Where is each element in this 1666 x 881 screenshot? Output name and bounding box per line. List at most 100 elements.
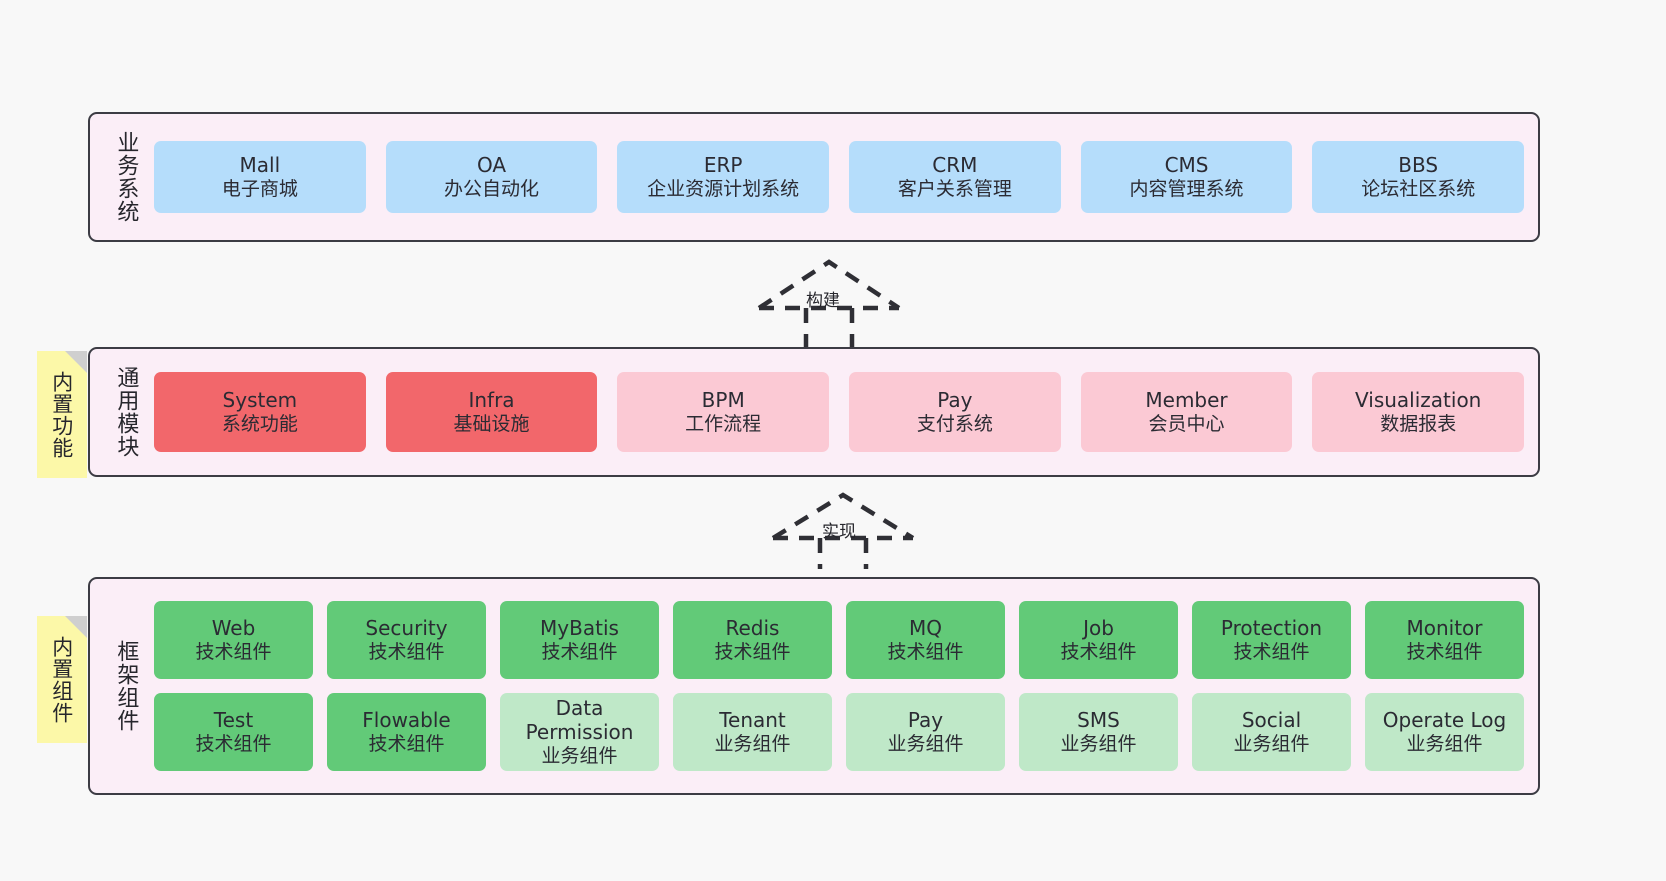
card-title-cn: 办公自动化 [444,177,540,200]
note-builtin-function-label: 内置功能 [49,370,74,459]
layer-business-system-title: 业务系统 [113,131,139,223]
card-title-en: Security [365,616,448,641]
card-title-cn: 企业资源计划系统 [647,177,800,200]
card-title-en: BPM [701,388,745,413]
connector-implement-label: 实现 [822,522,856,542]
card-title-en: Visualization [1355,388,1482,413]
card-title-en: MyBatis [540,616,619,641]
connector-build-label: 构建 [806,291,840,311]
card-title-en: Pay [907,708,944,733]
card-title-en: Infra [468,388,515,413]
card-title-cn: 论坛社区系统 [1361,177,1476,200]
connector-build: 构建 [756,258,902,348]
card-title-cn: 会员中心 [1148,412,1225,435]
card-title-cn: 技术组件 [368,732,445,755]
card-title-en: SMS [1077,708,1120,733]
card-title-cn: 技术组件 [368,640,445,663]
card-title-en: CRM [932,153,978,178]
card-title-en: Job [1083,616,1114,641]
card-title-en: Monitor [1406,616,1483,641]
card-title-en: Tenant [719,708,786,733]
connector-build-stem [803,308,855,348]
card-title-en: Operate Log [1382,708,1507,733]
card-title-en: Web [211,616,256,641]
connector-implement: 实现 [770,491,916,569]
note-builtin-component: 内置组件 [37,616,87,743]
card-title-cn: 技术组件 [714,640,791,663]
card-title-cn: 客户关系管理 [897,177,1012,200]
note-builtin-function: 内置功能 [37,351,87,478]
card-title-cn: 数据报表 [1380,412,1457,435]
connector-implement-stem [817,538,869,569]
card-title-cn: 技术组件 [195,732,272,755]
card-title-cn: 技术组件 [195,640,272,663]
card-title-cn: 业务组件 [541,744,618,767]
layer-common-module-title: 通用模块 [113,366,139,458]
layer-framework-component-title: 框架组件 [113,640,139,732]
card-title-en: OA [476,153,507,178]
connector-build-arrowhead [757,259,901,310]
note-builtin-component-label: 内置组件 [49,635,74,724]
card-title-cn: 系统功能 [221,412,298,435]
card-title-cn: 电子商城 [221,177,298,200]
card-title-en: System [222,388,298,413]
card-title-en: ERP [703,153,743,178]
card-title-cn: 支付系统 [916,412,993,435]
card-title-en: Test [213,708,254,733]
card-title-en: BBS [1398,153,1439,178]
card-title-cn: 业务组件 [714,732,791,755]
card-title-en: MQ [909,616,942,641]
card-title-en: CMS [1164,153,1209,178]
card-title-en: Data Permission [525,696,634,745]
card-title-en: Protection [1220,616,1323,641]
connector-implement-arrowhead [771,492,915,540]
card-title-cn: 技术组件 [1233,640,1310,663]
card-title-en: Mall [239,153,281,178]
card-title-en: Flowable [362,708,451,733]
card-title-cn: 基础设施 [453,412,530,435]
card-title-cn: 工作流程 [685,412,762,435]
card-title-cn: 业务组件 [1060,732,1137,755]
card-title-cn: 技术组件 [541,640,618,663]
card-title-cn: 业务组件 [887,732,964,755]
card-title-cn: 内容管理系统 [1129,177,1244,200]
